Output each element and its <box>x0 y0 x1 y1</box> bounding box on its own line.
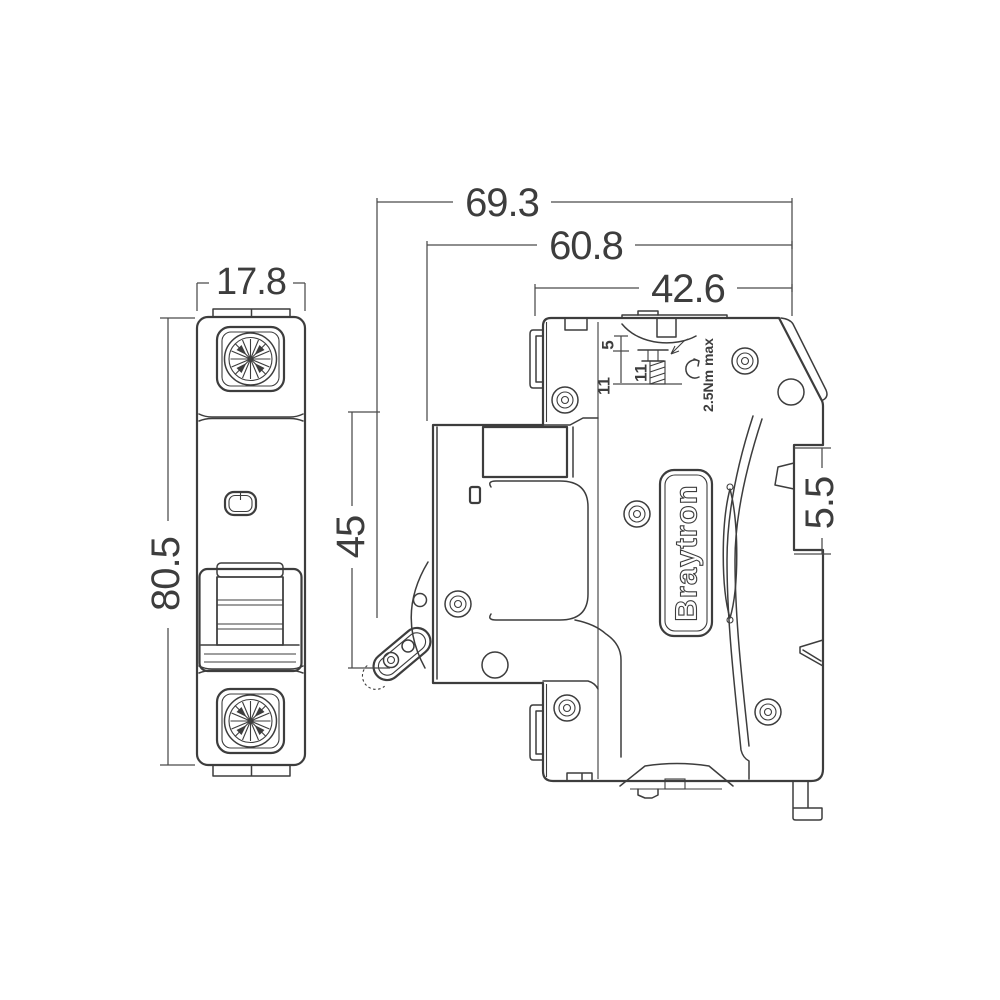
dim-depth: 42.6 <box>534 267 793 316</box>
lever-hole <box>382 651 400 669</box>
dimensions: 69.3 60.8 42.6 17.8 80.5 45 5.5 <box>144 181 842 766</box>
dim-module-width-label: 17.8 <box>216 261 286 303</box>
dim-rail-depth: 5.5 <box>794 447 842 555</box>
strip-mark-5-label: 5 <box>599 340 618 349</box>
pivot-pin <box>412 592 428 608</box>
front-toggle-switch <box>198 562 303 673</box>
rivet-icon <box>754 698 782 726</box>
rivet-icon <box>553 694 581 722</box>
side-topleft-notch <box>564 317 588 331</box>
terminal-screw-top-icon <box>215 325 286 393</box>
terminal-screw-bottom-icon <box>215 687 286 755</box>
side-terminal-arc <box>621 323 697 344</box>
dim-depth-label: 42.6 <box>651 267 725 311</box>
front-body-outline <box>195 315 307 767</box>
dim-height: 80.5 <box>144 317 195 766</box>
dim-total-width: 69.3 <box>376 181 793 618</box>
rivet-icon <box>731 347 759 375</box>
front-bottom-tab <box>212 764 291 777</box>
rivet-icon <box>551 386 579 414</box>
side-bottomleft-notch <box>566 772 593 782</box>
side-top-raised-strip <box>621 314 728 319</box>
side-lens-seam <box>722 488 738 619</box>
bottom-hump <box>619 762 734 799</box>
dim-body-width: 60.8 <box>426 224 793 421</box>
lens-tip-bottom <box>726 616 734 624</box>
strip-mark-11-label: 11 <box>595 377 614 395</box>
hole <box>481 651 509 679</box>
front-block-top-join <box>542 417 599 426</box>
side-body-outline <box>431 316 825 783</box>
lever-hole <box>401 639 415 653</box>
rivet-icon <box>444 590 472 618</box>
toggle-lever <box>361 626 432 690</box>
side-sweep-curve-2 <box>734 418 763 747</box>
side-terminal-lip-bottom <box>529 704 544 761</box>
torque-screw-icon <box>637 338 689 385</box>
torque-arrow-icon <box>685 358 700 379</box>
din-latch-bump <box>774 462 795 490</box>
dim-din-height-label: 45 <box>329 516 373 559</box>
din-clip-tail <box>792 780 823 821</box>
front-top-tab <box>212 308 291 318</box>
brand-text: Braytron <box>669 484 704 621</box>
side-terminal-lip-top <box>529 329 544 389</box>
dim-module-width: 17.8 <box>196 261 306 311</box>
dim-body-width-label: 60.8 <box>549 224 623 268</box>
side-top-tab <box>637 310 659 316</box>
din-bottom-notch <box>799 639 824 667</box>
terminal-detail: 5 11 2.5Nm max 11 <box>595 335 716 412</box>
screw-depth-label: 11 <box>632 364 651 382</box>
side-cavity-contour <box>489 480 589 621</box>
side-top-chamfer-inner <box>780 317 828 401</box>
torque-label: 2.5Nm max <box>700 338 716 412</box>
side-cavity-lower-line <box>574 619 622 758</box>
front-divider-bottom <box>198 665 304 670</box>
front-divider-top2 <box>198 417 304 422</box>
hole <box>777 378 805 406</box>
lens-tip-top <box>726 483 734 491</box>
front-view <box>195 308 307 777</box>
side-sweep-curve-1 <box>726 415 754 780</box>
brand-plate: Braytron <box>658 468 714 638</box>
side-top-notch <box>656 318 677 338</box>
dim-rail-depth-label: 5.5 <box>798 477 842 530</box>
dim-total-width-label: 69.3 <box>465 181 539 225</box>
front-divider-top <box>198 413 304 418</box>
dim-height-label: 80.5 <box>144 537 188 611</box>
side-view: Braytron <box>361 310 828 821</box>
front-indicator-window <box>223 490 258 517</box>
dim-din-height: 45 <box>329 411 390 669</box>
front-block-bottom-join <box>542 680 599 690</box>
front-block-raised-rect <box>481 425 569 479</box>
side-indicator-window <box>468 485 482 505</box>
rivet-icon <box>623 500 651 528</box>
lever-hole-inner <box>386 655 396 665</box>
